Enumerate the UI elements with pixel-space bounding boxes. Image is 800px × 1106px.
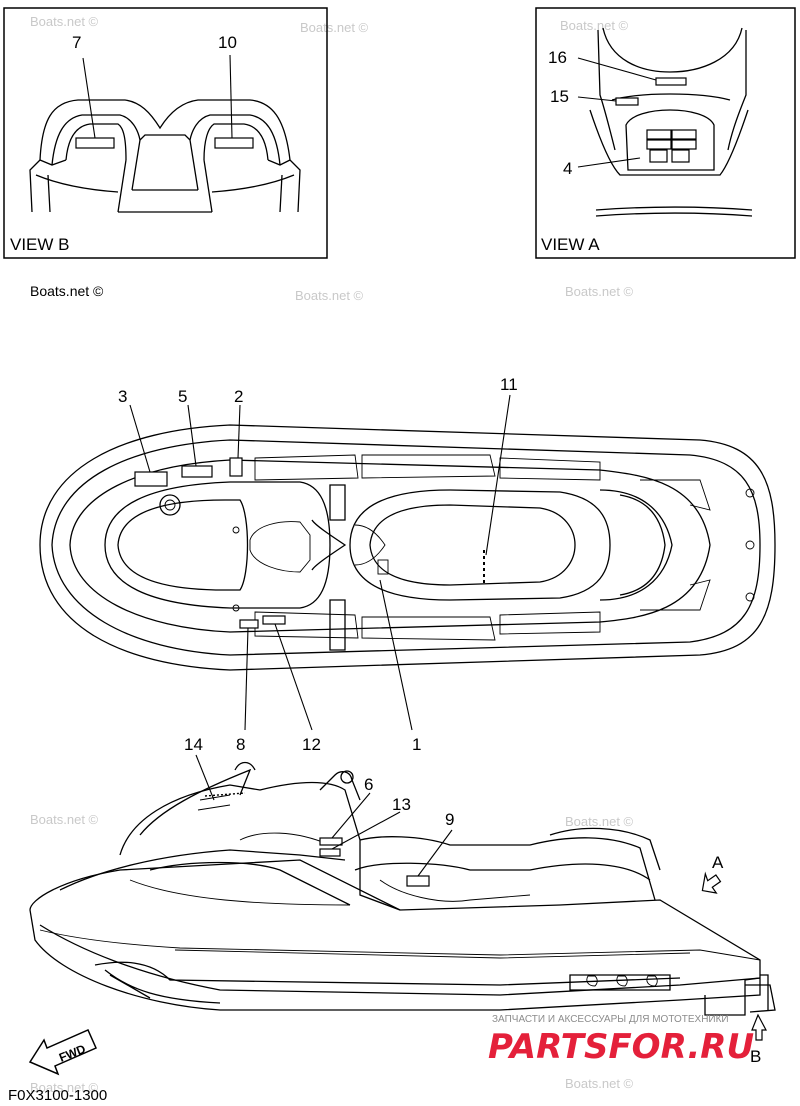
side-view-watercraft: 14 6 13 9	[29, 735, 776, 1016]
view-arrow-b: B	[750, 1013, 767, 1066]
callout-6: 6	[364, 775, 373, 794]
view-arrow-a: A	[701, 853, 724, 894]
arrow-label-a: A	[712, 853, 724, 872]
watermark-text: Boats.net ©	[295, 288, 364, 303]
callout-1: 1	[412, 735, 421, 754]
view-a-panel: 16 15 4 VIEW A	[535, 7, 796, 259]
view-b-panel: 7 10 VIEW B	[3, 7, 328, 259]
view-a-label: VIEW A	[541, 235, 600, 254]
watermark-text: Boats.net ©	[565, 284, 634, 299]
top-view-watercraft: 3 5 2 11 8 12 1	[39, 375, 776, 754]
callout-8: 8	[236, 735, 245, 754]
view-b-label: VIEW B	[10, 235, 70, 254]
watermark-group: Boats.net © Boats.net © Boats.net © Boat…	[30, 14, 634, 1095]
callout-2: 2	[234, 387, 243, 406]
watermark-text: Boats.net ©	[30, 812, 99, 827]
callout-5: 5	[178, 387, 187, 406]
watermark-text: Boats.net ©	[30, 1080, 99, 1095]
watermark-text-dark: Boats.net ©	[30, 283, 104, 299]
callout-12: 12	[302, 735, 321, 754]
logo-text: PARTSFOR.RU	[488, 1027, 754, 1067]
logo-subtitle: ЗАПЧАСТИ И АКСЕССУАРЫ ДЛЯ МОТОТЕХНИКИ	[492, 1014, 729, 1025]
callout-16: 16	[548, 48, 567, 67]
partsfor-logo: ЗАПЧАСТИ И АКСЕССУАРЫ ДЛЯ МОТОТЕХНИКИ PA…	[488, 1014, 754, 1067]
watermark-text: Boats.net ©	[300, 20, 369, 35]
fwd-arrow: FWD	[28, 1029, 97, 1076]
callout-13: 13	[392, 795, 411, 814]
callout-3: 3	[118, 387, 127, 406]
callout-9: 9	[445, 810, 454, 829]
watermark-text: Boats.net ©	[560, 18, 629, 33]
arrow-label-b: B	[750, 1047, 761, 1066]
watermark-text: Boats.net ©	[30, 14, 99, 29]
watermark-text: Boats.net ©	[565, 814, 634, 829]
diagram-code: F0X3100-1300	[8, 1087, 107, 1104]
watermark-text: Boats.net ©	[565, 1076, 634, 1091]
callout-11: 11	[500, 375, 518, 394]
callout-14: 14	[184, 735, 203, 754]
callout-15: 15	[550, 87, 569, 106]
callout-10: 10	[218, 33, 237, 52]
callout-4: 4	[563, 159, 572, 178]
callout-7: 7	[72, 33, 81, 52]
